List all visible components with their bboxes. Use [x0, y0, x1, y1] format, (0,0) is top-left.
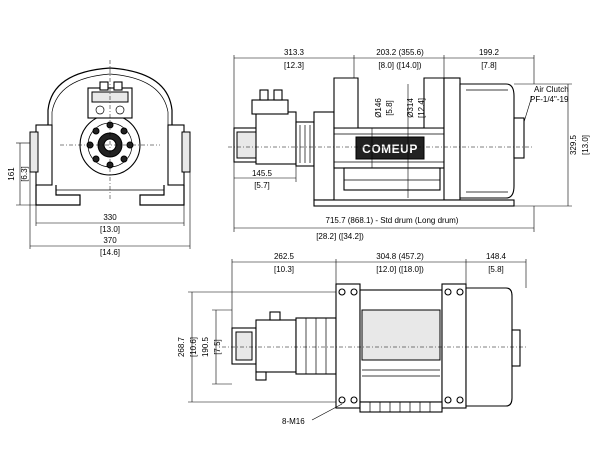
side-dim-203-2-in: [8.0] ([14.0]) [378, 61, 421, 70]
bottom-dim-304-8-in: [12.0] ([18.0]) [376, 265, 424, 274]
front-dim-330: 330 [103, 213, 117, 222]
side-dim-329-5-in: [13.0] [581, 135, 590, 155]
bottom-dim-190-5: 190.5 [201, 336, 210, 357]
bottom-view: 262.5 [10.3] 304.8 (457.2) [12.0] ([18.0… [177, 252, 527, 426]
front-view: 330 [13.0] 370 [14.6] 161 [6.3] [7, 60, 191, 257]
front-dim-370-in: [14.6] [100, 248, 120, 257]
bottom-dim-304-8: 304.8 (457.2) [376, 252, 424, 261]
front-dim-330-in: [13.0] [100, 225, 120, 234]
bottom-dim-148-4-in: [5.8] [488, 265, 504, 274]
side-dim-overall: 715.7 (868.1) - Std drum (Long drum) [326, 216, 459, 225]
bottom-dim-148-4: 148.4 [486, 252, 507, 261]
side-dim-199-2: 199.2 [479, 48, 500, 57]
side-dim-145-5-in: [5.7] [254, 181, 270, 190]
bottom-dim-262-5-in: [10.3] [274, 265, 294, 274]
side-dim-145-5: 145.5 [252, 169, 273, 178]
bolt-callout: 8-M16 [282, 417, 305, 426]
air-clutch-thread: PF-1/4"-19 [530, 95, 569, 104]
bottom-dim-268-7: 268.7 [177, 336, 186, 357]
air-clutch-label: Air Clutch [534, 85, 569, 94]
side-dim-overall-in: [28.2] ([34.2]) [316, 232, 364, 241]
bottom-dim-268-7-in: [10.6] [189, 337, 198, 357]
side-dim-313-3-in: [12.3] [284, 61, 304, 70]
comeup-logo: COMEUP [362, 142, 418, 156]
side-dim-146-in: [5.8] [385, 100, 394, 116]
side-view: COMEUP 313.3 [12.3] 203.2 (355.6) [8.0] … [228, 48, 590, 241]
front-dim-370: 370 [103, 236, 117, 245]
side-dim-314-in: [12.4] [417, 98, 426, 118]
front-dim-161: 161 [7, 167, 16, 181]
side-dim-313-3: 313.3 [284, 48, 305, 57]
side-dim-329-5: 329.5 [569, 134, 578, 155]
bottom-dim-262-5: 262.5 [274, 252, 295, 261]
front-dim-161-in: [6.3] [20, 166, 29, 182]
side-dim-203-2: 203.2 (355.6) [376, 48, 424, 57]
side-dim-199-2-in: [7.8] [481, 61, 497, 70]
side-dim-314: Ø314 [406, 98, 415, 118]
bottom-dim-190-5-in: [7.5] [213, 339, 222, 355]
side-dim-146: Ø146 [374, 98, 383, 118]
